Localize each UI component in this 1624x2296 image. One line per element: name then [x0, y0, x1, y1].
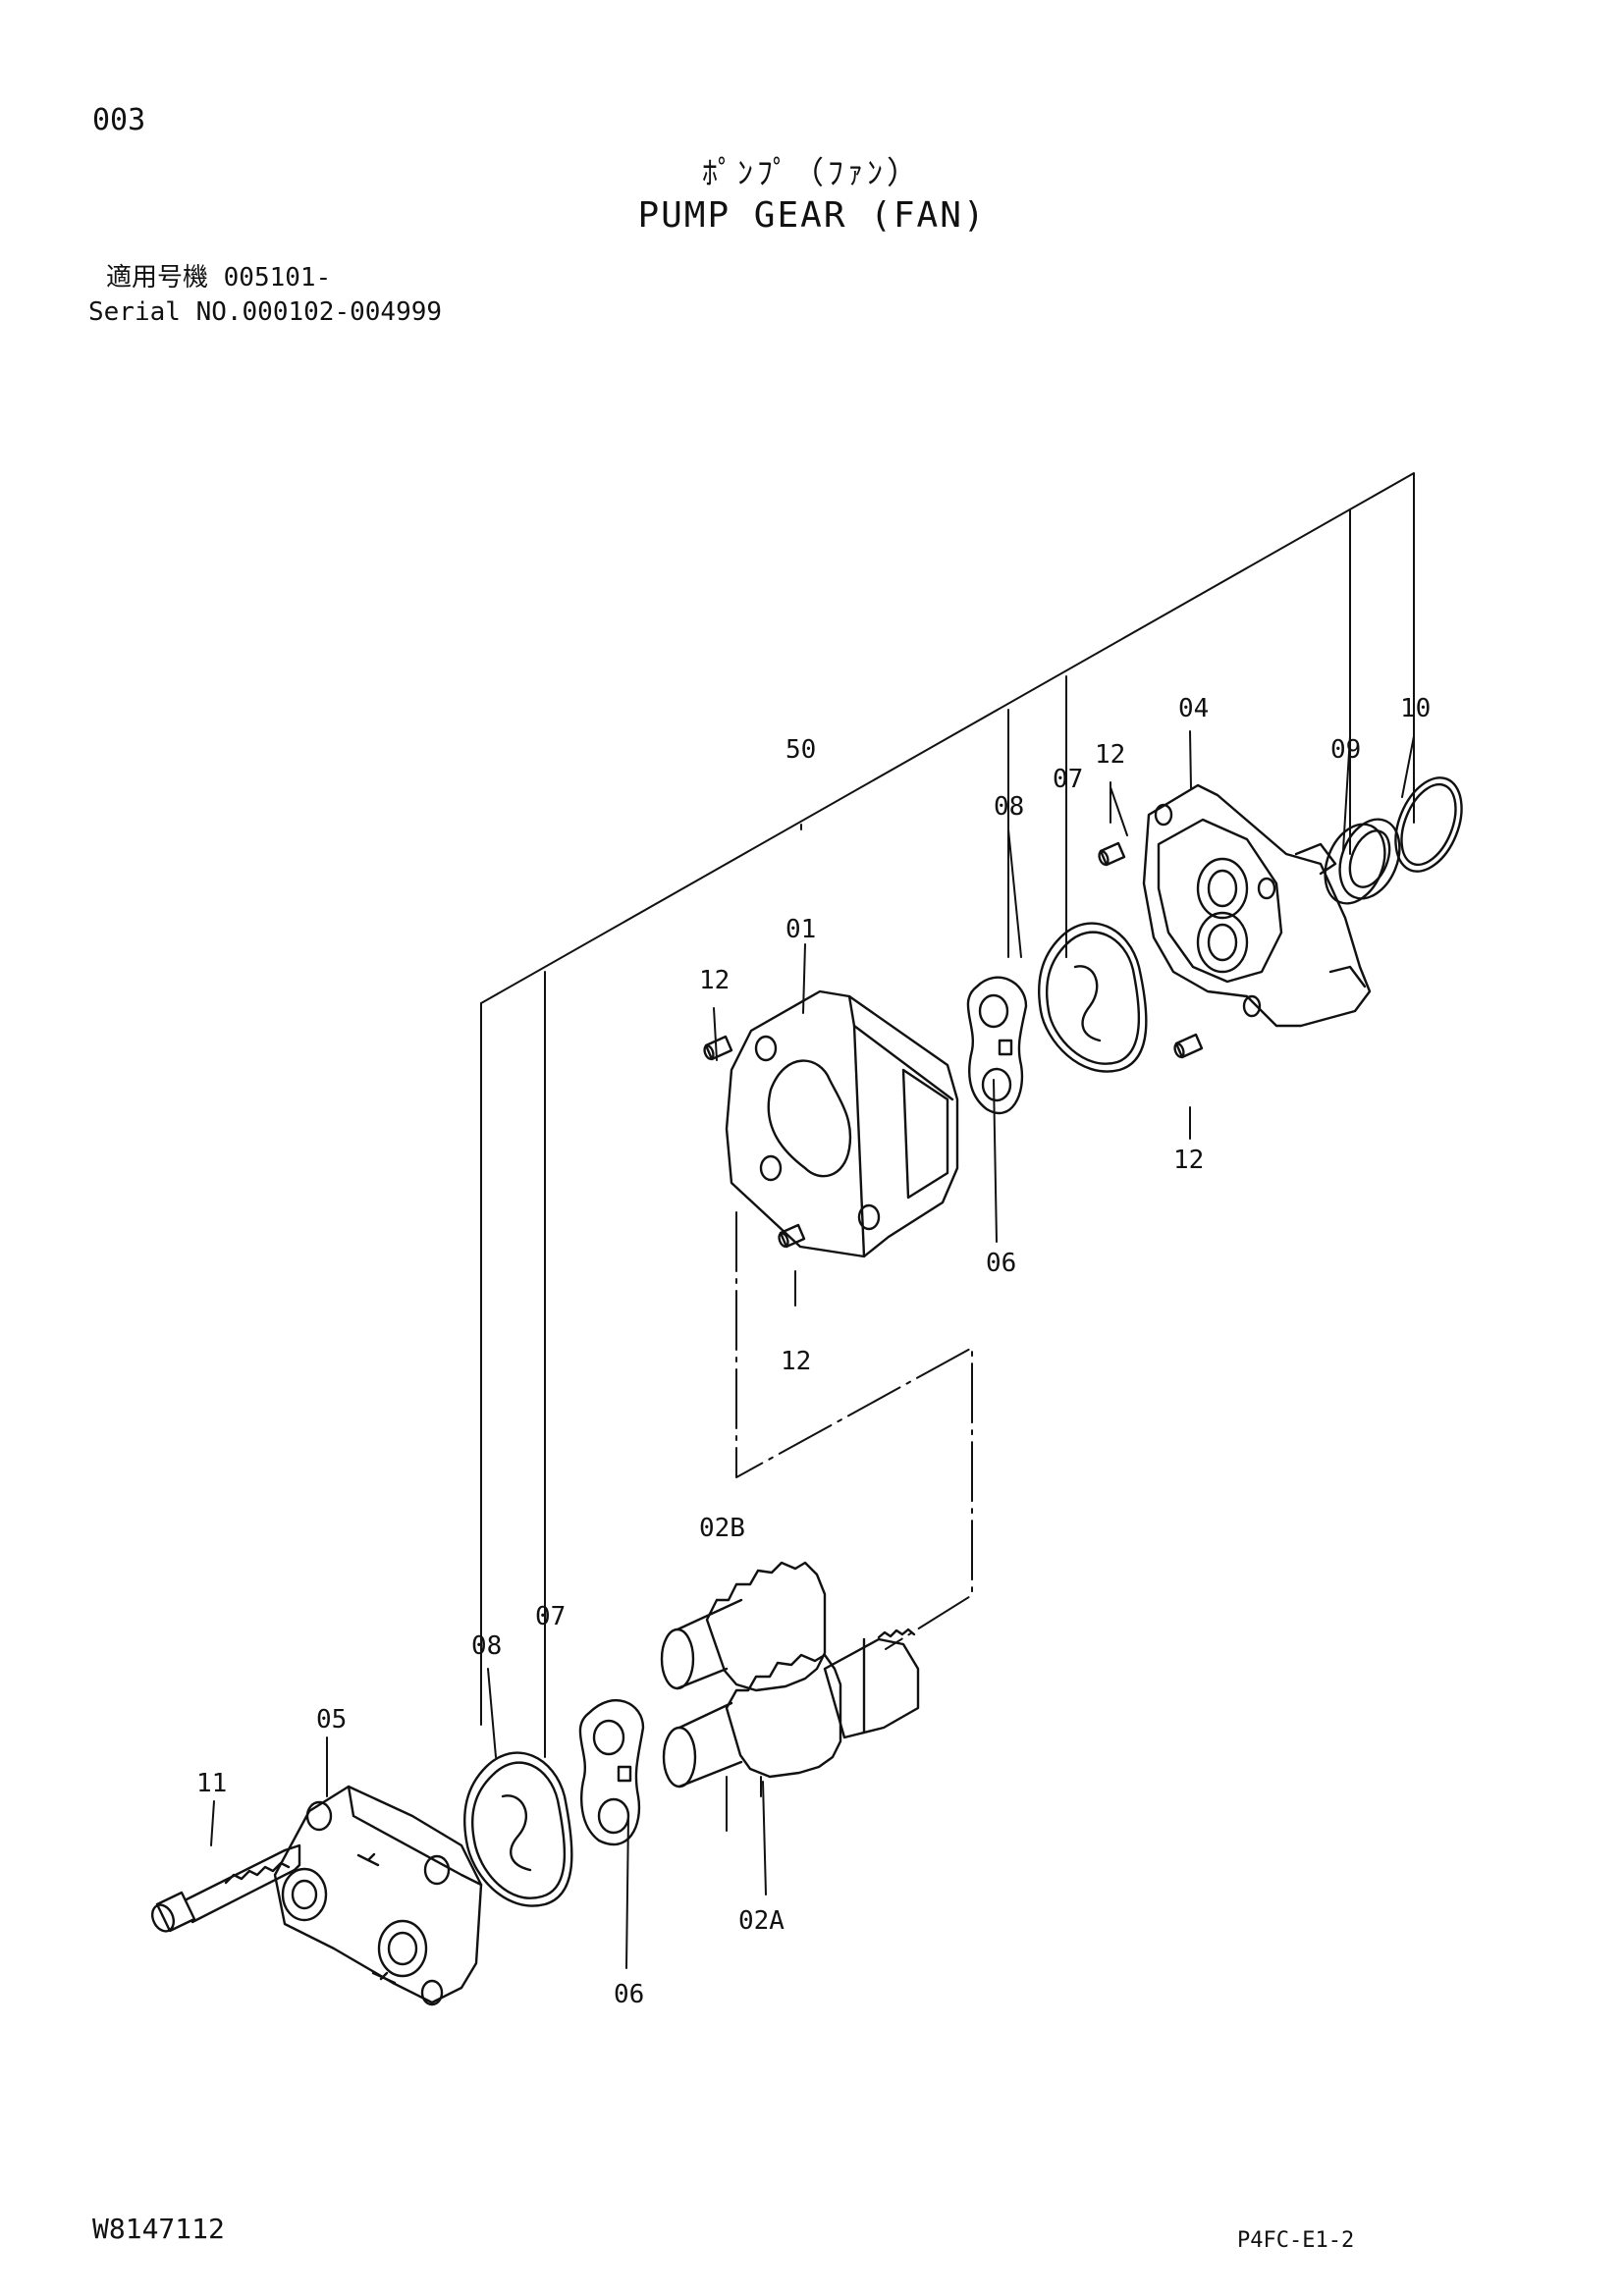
callout-50: 50: [785, 735, 816, 765]
part-06-lower-wear-plate: [578, 1699, 645, 1846]
callout-02a: 02A: [738, 1906, 785, 1936]
part-09-oil-seal: [1324, 818, 1401, 905]
part-11-cap-screw: [150, 1843, 301, 1933]
callout-09: 09: [1330, 735, 1361, 765]
callout-08: 08: [994, 792, 1024, 822]
part-08-07-upper-seals: [1038, 922, 1148, 1073]
part-05-front-cover: [273, 1785, 483, 2006]
callout-05: 05: [316, 1705, 347, 1735]
serial-number-range: Serial NO.000102-004999: [88, 297, 443, 327]
callout-12: 12: [699, 966, 730, 995]
callout-07: 07: [535, 1602, 566, 1631]
sheet-code: P4FC-E1-2: [1237, 2228, 1355, 2253]
part-10-snap-ring: [1394, 776, 1463, 873]
leader-lines: [210, 472, 1415, 1969]
callout-06: 06: [614, 1980, 644, 2009]
callout-07: 07: [1053, 765, 1083, 794]
part-08-07-lower-seals: [463, 1751, 573, 1907]
callout-11: 11: [196, 1769, 227, 1798]
callout-10: 10: [1400, 694, 1431, 723]
callout-labels: 50 08 07 12 04 09 10 01 12 12 06 12 02B …: [196, 694, 1431, 2009]
part-01-pump-body: [725, 989, 959, 1258]
callout-08: 08: [471, 1631, 502, 1661]
part-06-upper-wear-plate: [966, 976, 1028, 1115]
page-number: 003: [92, 103, 146, 137]
callout-01: 01: [785, 915, 816, 944]
part-04-rear-cover: [1142, 783, 1372, 1028]
part-12-dowel-pins: [703, 841, 1204, 1249]
page-title: PUMP GEAR (FAN): [637, 195, 987, 236]
callout-04: 04: [1178, 694, 1209, 723]
callout-06: 06: [986, 1249, 1016, 1278]
part-02-gears: [660, 1561, 920, 1789]
callout-12: 12: [1173, 1146, 1204, 1175]
callout-12: 12: [1095, 740, 1125, 770]
callout-02b: 02B: [699, 1514, 745, 1543]
document-code: W8147112: [92, 2213, 225, 2245]
applicability-japanese: 適用号機 005101-: [106, 263, 332, 293]
callout-12: 12: [781, 1347, 811, 1376]
title-japanese: ﾎﾟﾝﾌﾟ（ﾌｧﾝ）: [701, 154, 922, 191]
